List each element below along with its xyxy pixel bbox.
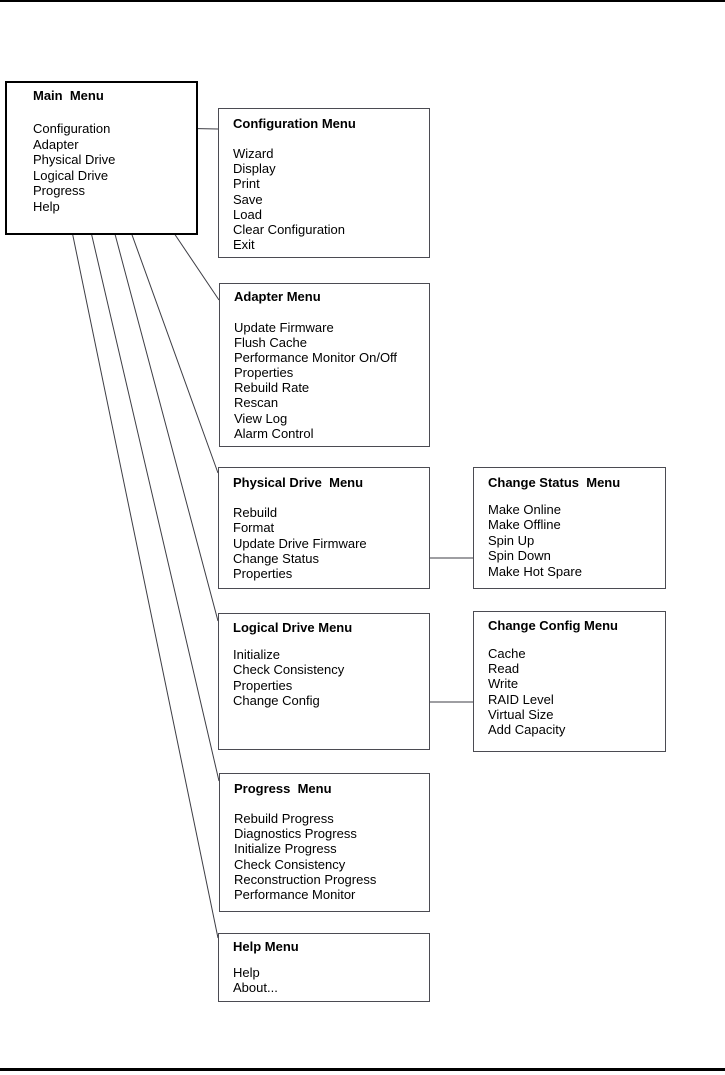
connector-progress	[80, 188, 220, 782]
menu-item: Add Capacity	[488, 722, 566, 738]
menu-item: Adapter	[33, 136, 79, 152]
menu-item: Write	[488, 676, 519, 692]
menu-item: Rebuild Rate	[234, 380, 310, 396]
menu-item: Properties	[233, 677, 293, 693]
menu-item: Rescan	[234, 395, 279, 411]
menu-item: Update Drive Firmware	[233, 535, 367, 551]
menu-item: Help	[33, 198, 60, 214]
menu-item: Alarm Control	[234, 425, 314, 441]
menu-item: Print	[233, 176, 260, 192]
menu-item: About...	[233, 980, 278, 996]
menu-item: Properties	[234, 365, 294, 381]
menu-title: Logical Drive Menu	[233, 620, 353, 635]
menu-item: Logical Drive	[33, 167, 109, 183]
menu-item: Virtual Size	[488, 706, 554, 722]
menu-item: Format	[233, 520, 275, 536]
menu-title: Adapter Menu	[234, 289, 321, 304]
menu-item: Rebuild	[233, 505, 278, 520]
connector-logical-drive	[98, 173, 219, 622]
page-top-rule	[0, 0, 725, 2]
menu-title: Progress Menu	[234, 781, 332, 796]
menu-title: Change Status Menu	[488, 475, 621, 490]
menu-item: Physical Drive	[33, 152, 116, 167]
menu-title: Physical Drive Menu	[233, 475, 364, 490]
menu-item: Flush Cache	[234, 335, 307, 351]
menu-item: Save	[233, 191, 263, 207]
menu-item: Diagnostics Progress	[234, 826, 357, 842]
menu-item: Rebuild Progress	[234, 811, 334, 826]
menu-title: Help Menu	[233, 939, 299, 954]
menu-item: Make Hot Spare	[488, 563, 582, 579]
menu-item: Performance Monitor	[234, 887, 356, 903]
menu-item: Spin Up	[488, 532, 535, 548]
menu-item: Initialize Progress	[234, 841, 337, 857]
menu-title: Main Menu	[33, 88, 104, 103]
menu-title: Configuration Menu	[233, 116, 356, 131]
menu-item: Help	[233, 965, 260, 980]
menu-item: Make Offline	[488, 517, 561, 533]
menu-item: RAID Level	[488, 691, 554, 707]
menu-item: Clear Configuration	[233, 222, 346, 238]
menu-item: Progress	[33, 183, 86, 198]
menu-item: Check Consistency	[233, 662, 345, 678]
menu-item: Display	[233, 161, 276, 177]
menu-item: Change Config	[233, 692, 320, 708]
menu-item: Load	[233, 206, 262, 222]
menu-item: View Log	[234, 410, 288, 426]
page-bottom-rule	[0, 1068, 725, 1071]
menu-item: Configuration	[33, 121, 111, 136]
menu-item: Exit	[233, 237, 255, 253]
connector-help	[66, 206, 219, 939]
menu-item: Reconstruction Progress	[234, 871, 377, 887]
menu-item: Initialize	[233, 647, 280, 662]
menu-title: Change Config Menu	[488, 618, 618, 633]
menu-item: Properties	[233, 566, 293, 582]
menu-item: Cache	[488, 646, 526, 661]
menu-item: Check Consistency	[234, 856, 346, 872]
menu-item: Wizard	[233, 146, 274, 161]
menu-item: Performance Monitor On/Off	[234, 350, 398, 366]
menu-item: Read	[488, 661, 520, 677]
menu-item: Spin Down	[488, 548, 551, 564]
menu-item: Make Online	[488, 502, 561, 517]
menu-item: Change Status	[233, 550, 320, 566]
menu-item: Update Firmware	[234, 320, 334, 335]
